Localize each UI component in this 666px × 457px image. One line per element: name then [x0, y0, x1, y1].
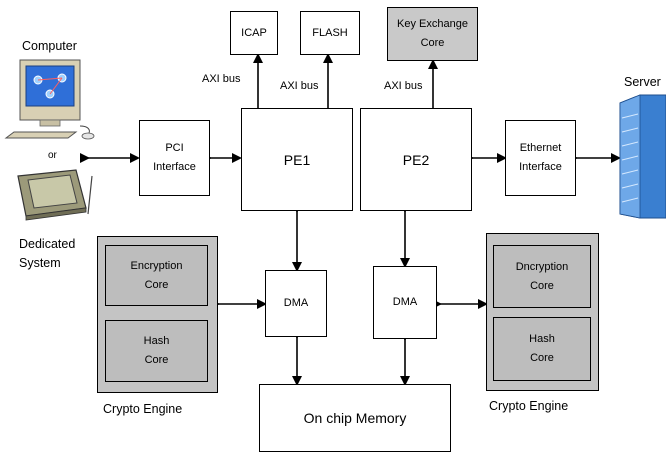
right-crypto-engine: Dncryption Core Hash Core	[486, 233, 599, 391]
computer-icon	[4, 59, 95, 140]
server-label: Server	[624, 75, 661, 89]
or-label: or	[48, 150, 57, 161]
flash-label: FLASH	[312, 26, 348, 39]
dma-right-block: DMA	[373, 266, 437, 339]
axi-bus-label-flash: AXI bus	[280, 80, 319, 92]
right-hash-core-label-line2: Core	[530, 352, 554, 364]
icap-block: ICAP	[230, 11, 278, 55]
left-crypto-engine: Encryption Core Hash Core	[97, 236, 218, 393]
encryption-core-label-line2: Core	[144, 278, 169, 291]
left-hash-core-label-line1: Hash	[143, 335, 170, 347]
ethernet-label-line2: Interface	[519, 161, 562, 173]
axi-bus-label-icap: AXI bus	[202, 73, 241, 85]
axi-bus-label-key-exchange: AXI bus	[384, 80, 423, 92]
pe2-block: PE2	[360, 108, 472, 211]
computer-label: Computer	[22, 39, 77, 53]
on-chip-memory-label: On chip Memory	[303, 410, 407, 426]
dncryption-core-label-line1: Dncryption	[515, 260, 569, 273]
key-exchange-label-line2: Core	[420, 37, 445, 49]
key-exchange-label-line1: Key Exchange	[397, 18, 468, 30]
right-hash-core-label-line1: Hash	[529, 333, 555, 345]
ethernet-label-line1: Ethernet	[519, 142, 562, 154]
dncryption-core-label-line2: Core	[530, 279, 554, 292]
dncryption-core-block: Dncryption Core	[493, 245, 591, 308]
server-icon	[619, 94, 666, 219]
pe2-label: PE2	[402, 151, 430, 168]
dedicated-system-icon	[17, 169, 93, 221]
pci-interface-block: PCI Interface	[139, 120, 210, 196]
left-crypto-engine-label: Crypto Engine	[103, 402, 183, 416]
right-crypto-engine-label: Crypto Engine	[489, 399, 569, 413]
dma-left-label: DMA	[283, 297, 309, 309]
icap-label: ICAP	[241, 26, 267, 39]
dma-right-label: DMA	[392, 296, 418, 308]
encryption-core-label-line1: Encryption	[130, 259, 183, 272]
pci-label-line2: Interface	[153, 161, 196, 173]
pci-label-line1: PCI	[165, 142, 184, 154]
ethernet-interface-block: Ethernet Interface	[505, 120, 576, 196]
left-hash-core-label-line2: Core	[144, 354, 169, 366]
left-hash-core-block: Hash Core	[105, 320, 208, 382]
pe1-label: PE1	[283, 151, 311, 168]
dedicated-system-label-line1: Dedicated	[19, 237, 76, 251]
dma-left-block: DMA	[265, 270, 327, 337]
flash-block: FLASH	[300, 11, 360, 55]
key-exchange-core-block: Key Exchange Core	[387, 7, 478, 61]
dedicated-system-label-line2: System	[19, 256, 61, 270]
encryption-core-block: Encryption Core	[105, 245, 208, 306]
pe1-block: PE1	[241, 108, 353, 211]
right-hash-core-block: Hash Core	[493, 317, 591, 381]
on-chip-memory-block: On chip Memory	[259, 384, 451, 452]
